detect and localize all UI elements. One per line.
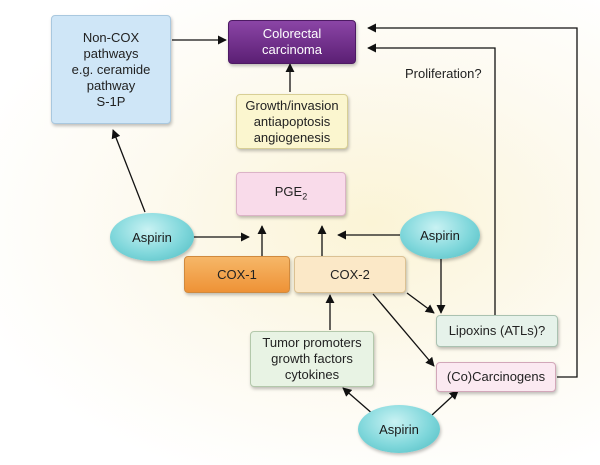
aspirin-bottom-label: Aspirin bbox=[379, 421, 419, 437]
arrow-aspirin-left-to-noncox bbox=[111, 129, 146, 213]
tumor-promoters-node: Tumor promoters growth factors cytokines bbox=[250, 331, 374, 387]
pge2-label: PGE2 bbox=[274, 183, 308, 202]
growth-invasion-node: Growth/invasion antiapoptosis angiogenes… bbox=[236, 94, 348, 149]
colorectal-carcinoma-node: Colorectal carcinoma bbox=[228, 20, 356, 64]
non-cox-pathways-node: Non-COX pathways e.g. ceramide pathway S… bbox=[51, 15, 171, 124]
co-carcinogens-label: (Co)Carcinogens bbox=[446, 369, 546, 384]
arrow-cox2-to-carcinogens bbox=[372, 293, 435, 367]
arrow-aspirin-bottom-to-tumor bbox=[342, 387, 375, 416]
cox1-node: COX-1 bbox=[184, 256, 290, 293]
aspirin-bottom-node: Aspirin bbox=[358, 405, 440, 453]
aspirin-right-label: Aspirin bbox=[420, 227, 460, 243]
arrow-cox2-to-lipoxins bbox=[406, 292, 435, 314]
growth-invasion-label: Growth/invasion antiapoptosis angiogenes… bbox=[245, 97, 339, 145]
cox2-label: COX-2 bbox=[330, 266, 370, 282]
tumor-promoters-label: Tumor promoters growth factors cytokines bbox=[262, 335, 362, 382]
colorectal-carcinoma-label: Colorectal carcinoma bbox=[262, 26, 322, 57]
arrow-carcinogens-to-carcinoma bbox=[367, 23, 578, 378]
cox2-node: COX-2 bbox=[294, 256, 406, 293]
aspirin-left-label: Aspirin bbox=[132, 229, 172, 245]
aspirin-left-node: Aspirin bbox=[110, 213, 194, 261]
lipoxins-label: Lipoxins (ATLs)? bbox=[448, 323, 546, 338]
non-cox-pathways-label: Non-COX pathways e.g. ceramide pathway S… bbox=[71, 29, 151, 109]
lipoxins-node: Lipoxins (ATLs)? bbox=[436, 315, 558, 347]
arrow-aspirin-bottom-to-carcinogens bbox=[431, 390, 459, 416]
proliferation-label: Proliferation? bbox=[405, 66, 482, 81]
aspirin-right-node: Aspirin bbox=[400, 211, 480, 259]
co-carcinogens-node: (Co)Carcinogens bbox=[436, 362, 556, 392]
pge2-node: PGE2 bbox=[236, 172, 346, 216]
arrow-lipoxins-to-carcinoma bbox=[367, 43, 496, 315]
cox1-label: COX-1 bbox=[217, 266, 257, 282]
